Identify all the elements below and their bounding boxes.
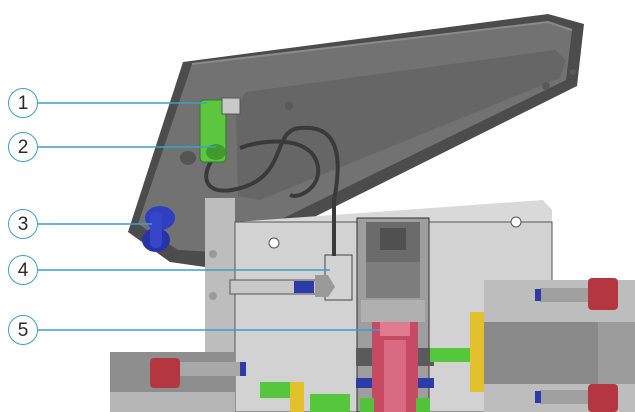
left-fitting [110,352,246,412]
callout-1-label: 1 [17,92,29,114]
callout-1: 1 [8,88,38,118]
leader-lines [38,102,380,331]
callout-3: 3 [8,209,38,239]
callout-5-label: 5 [17,319,29,341]
callout-4-label: 4 [17,259,29,281]
valve-insert [356,322,434,412]
callout-5: 5 [8,315,38,345]
callout-2-label: 2 [17,136,29,158]
callout-3-label: 3 [17,213,29,235]
right-fitting [484,278,635,412]
callout-4: 4 [8,255,38,285]
green-connector [180,97,241,165]
blue-knob [142,206,175,252]
callout-2: 2 [8,132,38,162]
cable-loop [204,125,340,256]
sensor-fitting [229,254,353,301]
